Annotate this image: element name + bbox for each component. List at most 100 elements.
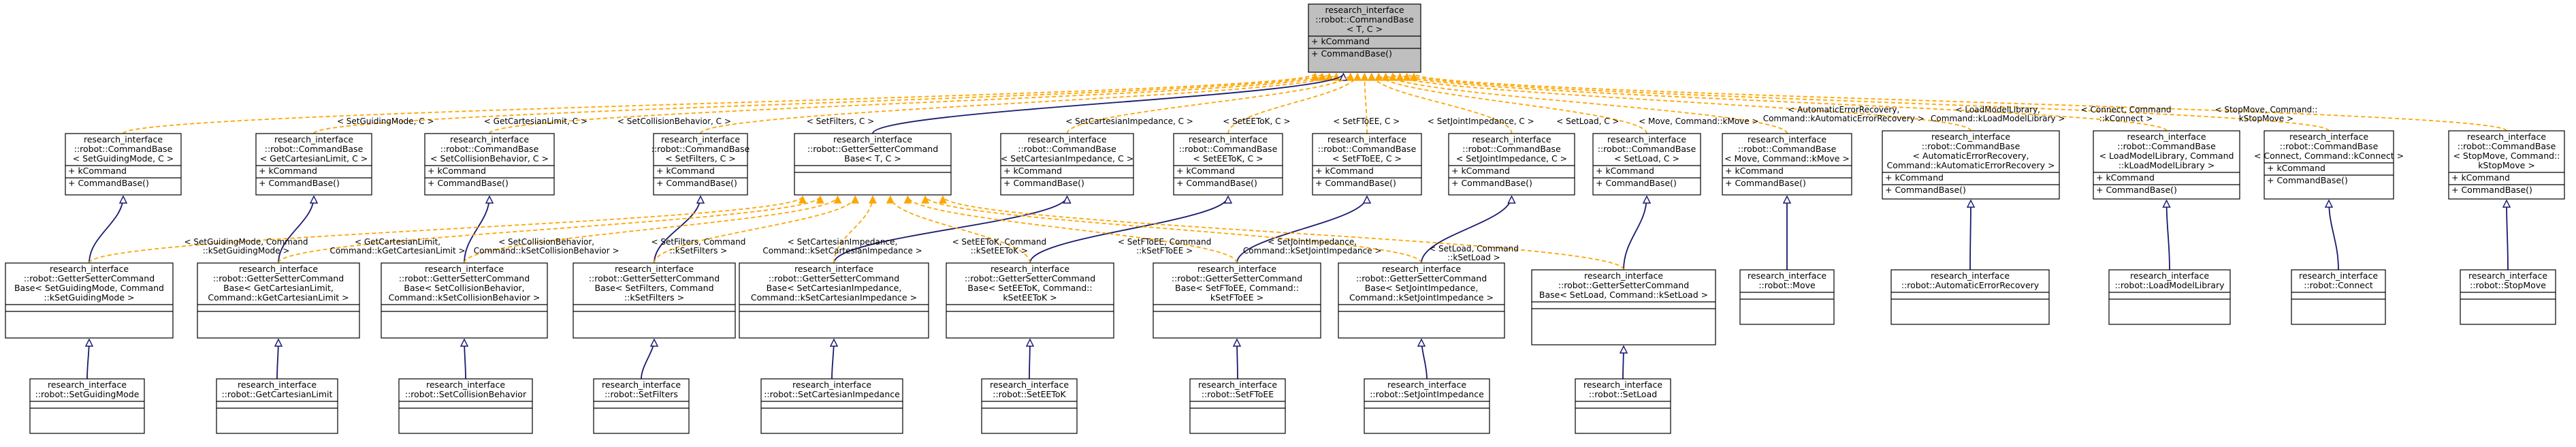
- class-attribute: + kCommand: [2451, 172, 2510, 183]
- class-node-move[interactable]: research_interface::robot::Move: [1739, 269, 1835, 325]
- class-box: [1153, 262, 1321, 339]
- template-instance-edge: [1407, 74, 2330, 132]
- edge-label: < SetEEToK, C >: [1223, 117, 1290, 126]
- class-node-cb-jointimp[interactable]: research_interface::robot::CommandBase< …: [1448, 133, 1575, 196]
- class-attribute: + kCommand: [1176, 166, 1235, 176]
- class-title-line: < T, C >: [1347, 24, 1383, 34]
- class-attribute: + kCommand: [428, 166, 486, 176]
- class-node-autoerr[interactable]: research_interface::robot::AutomaticErro…: [1890, 269, 2050, 325]
- class-node-stopmove[interactable]: research_interface::robot::StopMove: [2460, 269, 2556, 325]
- class-operation: + CommandBase(): [1311, 48, 1392, 59]
- class-title-line: ::robot::CommandBase: [1922, 141, 2020, 151]
- edge-label: Command::kSetJointImpedance >: [1243, 246, 1382, 256]
- class-title-line: ::robot::GetterSetterCommand: [1172, 273, 1302, 283]
- class-node-getcart[interactable]: research_interface::robot::GetCartesianL…: [216, 378, 338, 434]
- class-operation: + CommandBase(): [2451, 185, 2532, 195]
- class-box: [1189, 378, 1286, 434]
- edge-label: < SetEEToK, Command: [952, 237, 1047, 247]
- template-instance-edge: [1393, 74, 1971, 132]
- class-operation: + CommandBase(): [2096, 185, 2177, 195]
- class-node-gs-guiding[interactable]: research_interface::robot::GetterSetterC…: [5, 262, 174, 339]
- class-title-line: ::robot::GetterSetterCommand: [965, 273, 1095, 283]
- class-node-root[interactable]: research_interface::robot::CommandBase< …: [1308, 3, 1421, 73]
- edge-layer: [87, 74, 2508, 380]
- class-node-connect[interactable]: research_interface::robot::Connect: [2291, 269, 2386, 325]
- class-node-cb-collision[interactable]: research_interface::robot::CommandBase< …: [424, 133, 555, 196]
- class-title-line: ::kLoadModelLibrary >: [2119, 160, 2215, 170]
- class-operation: + CommandBase(): [1003, 178, 1084, 188]
- class-title-line: Command::kGetCartesianLimit >: [208, 292, 349, 303]
- class-node-setjointimp[interactable]: research_interface::robot::SetJointImped…: [1364, 378, 1490, 434]
- class-title-line: research_interface: [1607, 134, 1686, 144]
- class-box: [29, 378, 145, 434]
- class-node-gs-eetok[interactable]: research_interface::robot::GetterSetterC…: [946, 262, 1114, 339]
- class-title-line: ::robot::GetterSetterCommand: [1356, 273, 1487, 283]
- class-title-line: ::robot::GetterSetterCommand: [399, 273, 530, 283]
- class-node-cb-autoerr[interactable]: research_interface::robot::CommandBase< …: [1882, 130, 2060, 200]
- class-node-gs-filters[interactable]: research_interface::robot::GetterSetterC…: [573, 262, 736, 339]
- class-node-setftoee[interactable]: research_interface::robot::SetFToEE: [1189, 378, 1286, 434]
- class-node-cb-guiding[interactable]: research_interface::robot::CommandBase< …: [65, 133, 182, 196]
- class-operation: + CommandBase(): [259, 178, 340, 188]
- class-node-gs-collision[interactable]: research_interface::robot::GetterSetterC…: [381, 262, 548, 339]
- class-node-gs-ftoee[interactable]: research_interface::robot::GetterSetterC…: [1153, 262, 1321, 339]
- class-attribute: + kCommand: [68, 166, 127, 176]
- class-node-setload[interactable]: research_interface::robot::SetLoad: [1575, 378, 1671, 434]
- class-operation: + CommandBase(): [656, 178, 737, 188]
- class-node-cb-getcart[interactable]: research_interface::robot::CommandBase< …: [255, 133, 372, 196]
- template-instance-edge: [925, 196, 1422, 264]
- edge-label: Command::kGetCartesianLimit >: [330, 246, 466, 256]
- class-title-line: < GetCartesianLimit, C >: [260, 153, 368, 164]
- class-title-line: ::robot::CommandBase: [651, 144, 750, 154]
- class-node-cb-cartimp[interactable]: research_interface::robot::CommandBase< …: [1000, 133, 1134, 196]
- class-box: [255, 133, 372, 196]
- class-node-cb-load[interactable]: research_interface::robot::CommandBase< …: [1592, 133, 1701, 196]
- class-title-line: research_interface: [792, 380, 871, 390]
- class-title-line: research_interface: [990, 380, 1069, 390]
- class-title-line: ::robot::SetFToEE: [1202, 389, 1274, 399]
- class-node-cb-stopmove[interactable]: research_interface::robot::CommandBase< …: [2448, 130, 2565, 200]
- class-node-cb-filters[interactable]: research_interface::robot::CommandBase< …: [651, 133, 750, 196]
- class-node-setguiding[interactable]: research_interface::robot::SetGuidingMod…: [29, 378, 145, 434]
- class-node-gs-generic[interactable]: research_interface::robot::GetterSetterC…: [794, 133, 952, 196]
- inheritance-edge: [1029, 196, 1228, 264]
- class-box: [2448, 130, 2565, 200]
- class-node-gs-jointimp[interactable]: research_interface::robot::GetterSetterC…: [1338, 262, 1505, 339]
- class-node-setfilters[interactable]: research_interface::robot::SetFilters: [593, 378, 690, 434]
- class-title-line: < SetCollisionBehavior, C >: [430, 153, 549, 164]
- class-title-line: research_interface: [661, 134, 740, 144]
- edge-label: Command::kLoadModelLibrary >: [1931, 114, 2065, 123]
- class-node-seteetok[interactable]: research_interface::robot::SetEEToK: [981, 378, 1078, 434]
- inheritance-edge: [278, 196, 314, 264]
- class-node-cb-ftoee[interactable]: research_interface::robot::CommandBase< …: [1312, 133, 1422, 196]
- class-title-line: research_interface: [1198, 380, 1277, 390]
- class-node-cb-loadmodel[interactable]: research_interface::robot::CommandBase< …: [2093, 130, 2240, 200]
- class-box: [739, 262, 929, 339]
- class-node-cb-connect[interactable]: research_interface::robot::CommandBase< …: [2254, 130, 2404, 200]
- class-operation: + CommandBase(): [1596, 178, 1677, 188]
- class-node-gs-cartimp[interactable]: research_interface::robot::GetterSetterC…: [739, 262, 929, 339]
- class-box: [2264, 130, 2394, 200]
- class-node-gs-getcart[interactable]: research_interface::robot::GetterSetterC…: [197, 262, 360, 339]
- class-title-line: ::robot::CommandBase: [1318, 144, 1417, 154]
- class-box: [653, 133, 748, 196]
- class-title-line: ::robot::CommandBase: [1738, 144, 1837, 154]
- class-box: [216, 378, 338, 434]
- class-node-gs-load[interactable]: research_interface::robot::GetterSetterC…: [1531, 269, 1716, 345]
- class-node-setcollision[interactable]: research_interface::robot::SetCollisionB…: [398, 378, 533, 434]
- class-operation: + CommandBase(): [428, 178, 509, 188]
- class-box: [1722, 133, 1852, 196]
- class-title-line: < Move, Command::kMove >: [1724, 153, 1850, 164]
- class-node-cb-move[interactable]: research_interface::robot::CommandBase< …: [1722, 133, 1852, 196]
- class-node-setcartimp[interactable]: research_interface::robot::SetCartesianI…: [760, 378, 903, 434]
- template-instance-edge: [654, 196, 855, 264]
- class-title-line: Command::kSetCollisionBehavior >: [389, 292, 541, 303]
- class-box: [760, 378, 903, 434]
- class-node-loadmodel[interactable]: research_interface::robot::LoadModelLibr…: [2108, 269, 2231, 325]
- class-title-line: ::robot::Connect: [2304, 280, 2373, 290]
- class-attribute: + kCommand: [2096, 172, 2155, 183]
- class-title-line: research_interface: [1472, 134, 1551, 144]
- class-node-cb-eetok[interactable]: research_interface::robot::CommandBase< …: [1173, 133, 1283, 196]
- inheritance-edge: [1029, 339, 1030, 380]
